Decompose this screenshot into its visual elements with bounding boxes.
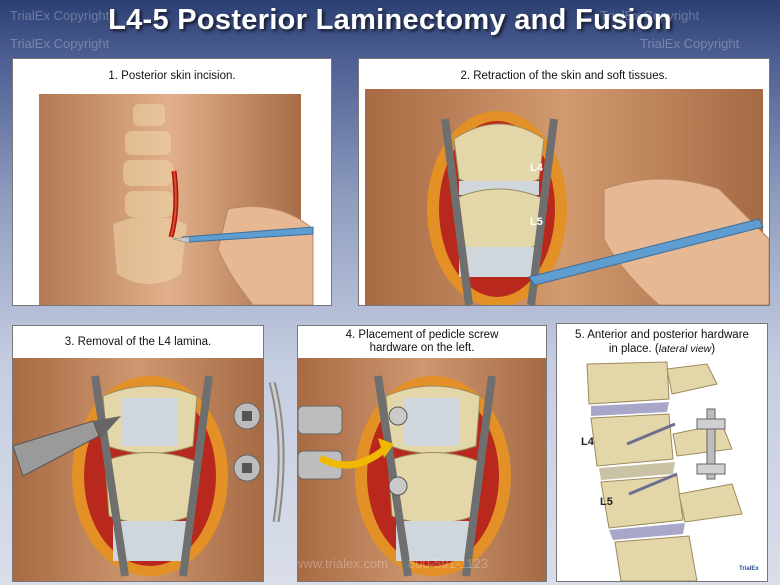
retraction-illustration: [365, 89, 769, 305]
panel-lamina-removal: 3. Removal of the L4 lamina.: [12, 325, 264, 582]
panel-skin-incision: 1. Posterior skin incision.: [12, 58, 332, 306]
lateral-spine-illustration: [586, 361, 743, 581]
set-screw-components: [233, 402, 261, 482]
footer-phone: 800-591-1123: [408, 556, 488, 571]
trialex-logo: TrialEx: [739, 566, 759, 572]
panel-caption-line2: in place. (lateral view): [557, 342, 767, 356]
vertebra-label-l5: L5: [530, 216, 543, 228]
vertebra-label-l4: L4: [530, 162, 543, 174]
page-title: L4-5 Posterior Laminectomy and Fusion: [108, 4, 672, 36]
caption-text: in place. (: [608, 343, 659, 355]
pedicle-screw-illustration: [298, 358, 546, 581]
panel-caption-line1: 4. Placement of pedicle screw: [345, 329, 499, 341]
panel-lateral-view: 5. Anterior and posterior hardware in pl…: [556, 323, 768, 582]
panel-caption-line2: hardware on the left.: [369, 342, 475, 354]
watermark: TrialEx Copyright: [10, 36, 110, 51]
panel-caption: 2. Retraction of the skin and soft tissu…: [460, 70, 668, 82]
vertebra-label-l5: L5: [600, 496, 613, 508]
watermark: TrialEx Copyright: [10, 8, 110, 23]
back-illustration: [39, 94, 314, 305]
panel-caption: 1. Posterior skin incision.: [108, 70, 236, 82]
panel-caption-line1: 5. Anterior and posterior hardware: [575, 329, 749, 341]
panel-pedicle-screws: 4. Placement of pedicle screw hardware o…: [297, 325, 547, 582]
lamina-removal-illustration: [13, 358, 263, 581]
watermark: TrialEx Copyright: [640, 36, 740, 51]
hardware-components: [268, 382, 285, 522]
vertebra-label-l4: L4: [581, 436, 594, 448]
panel-retraction: 2. Retraction of the skin and soft tissu…: [358, 58, 770, 306]
watermark: TrialEx Copyright: [600, 8, 700, 23]
panel-caption: 3. Removal of the L4 lamina.: [64, 336, 212, 348]
footer-website: www.trialex.com: [297, 556, 388, 571]
caption-end: ): [711, 343, 716, 355]
caption-italic: lateral view: [658, 343, 712, 355]
